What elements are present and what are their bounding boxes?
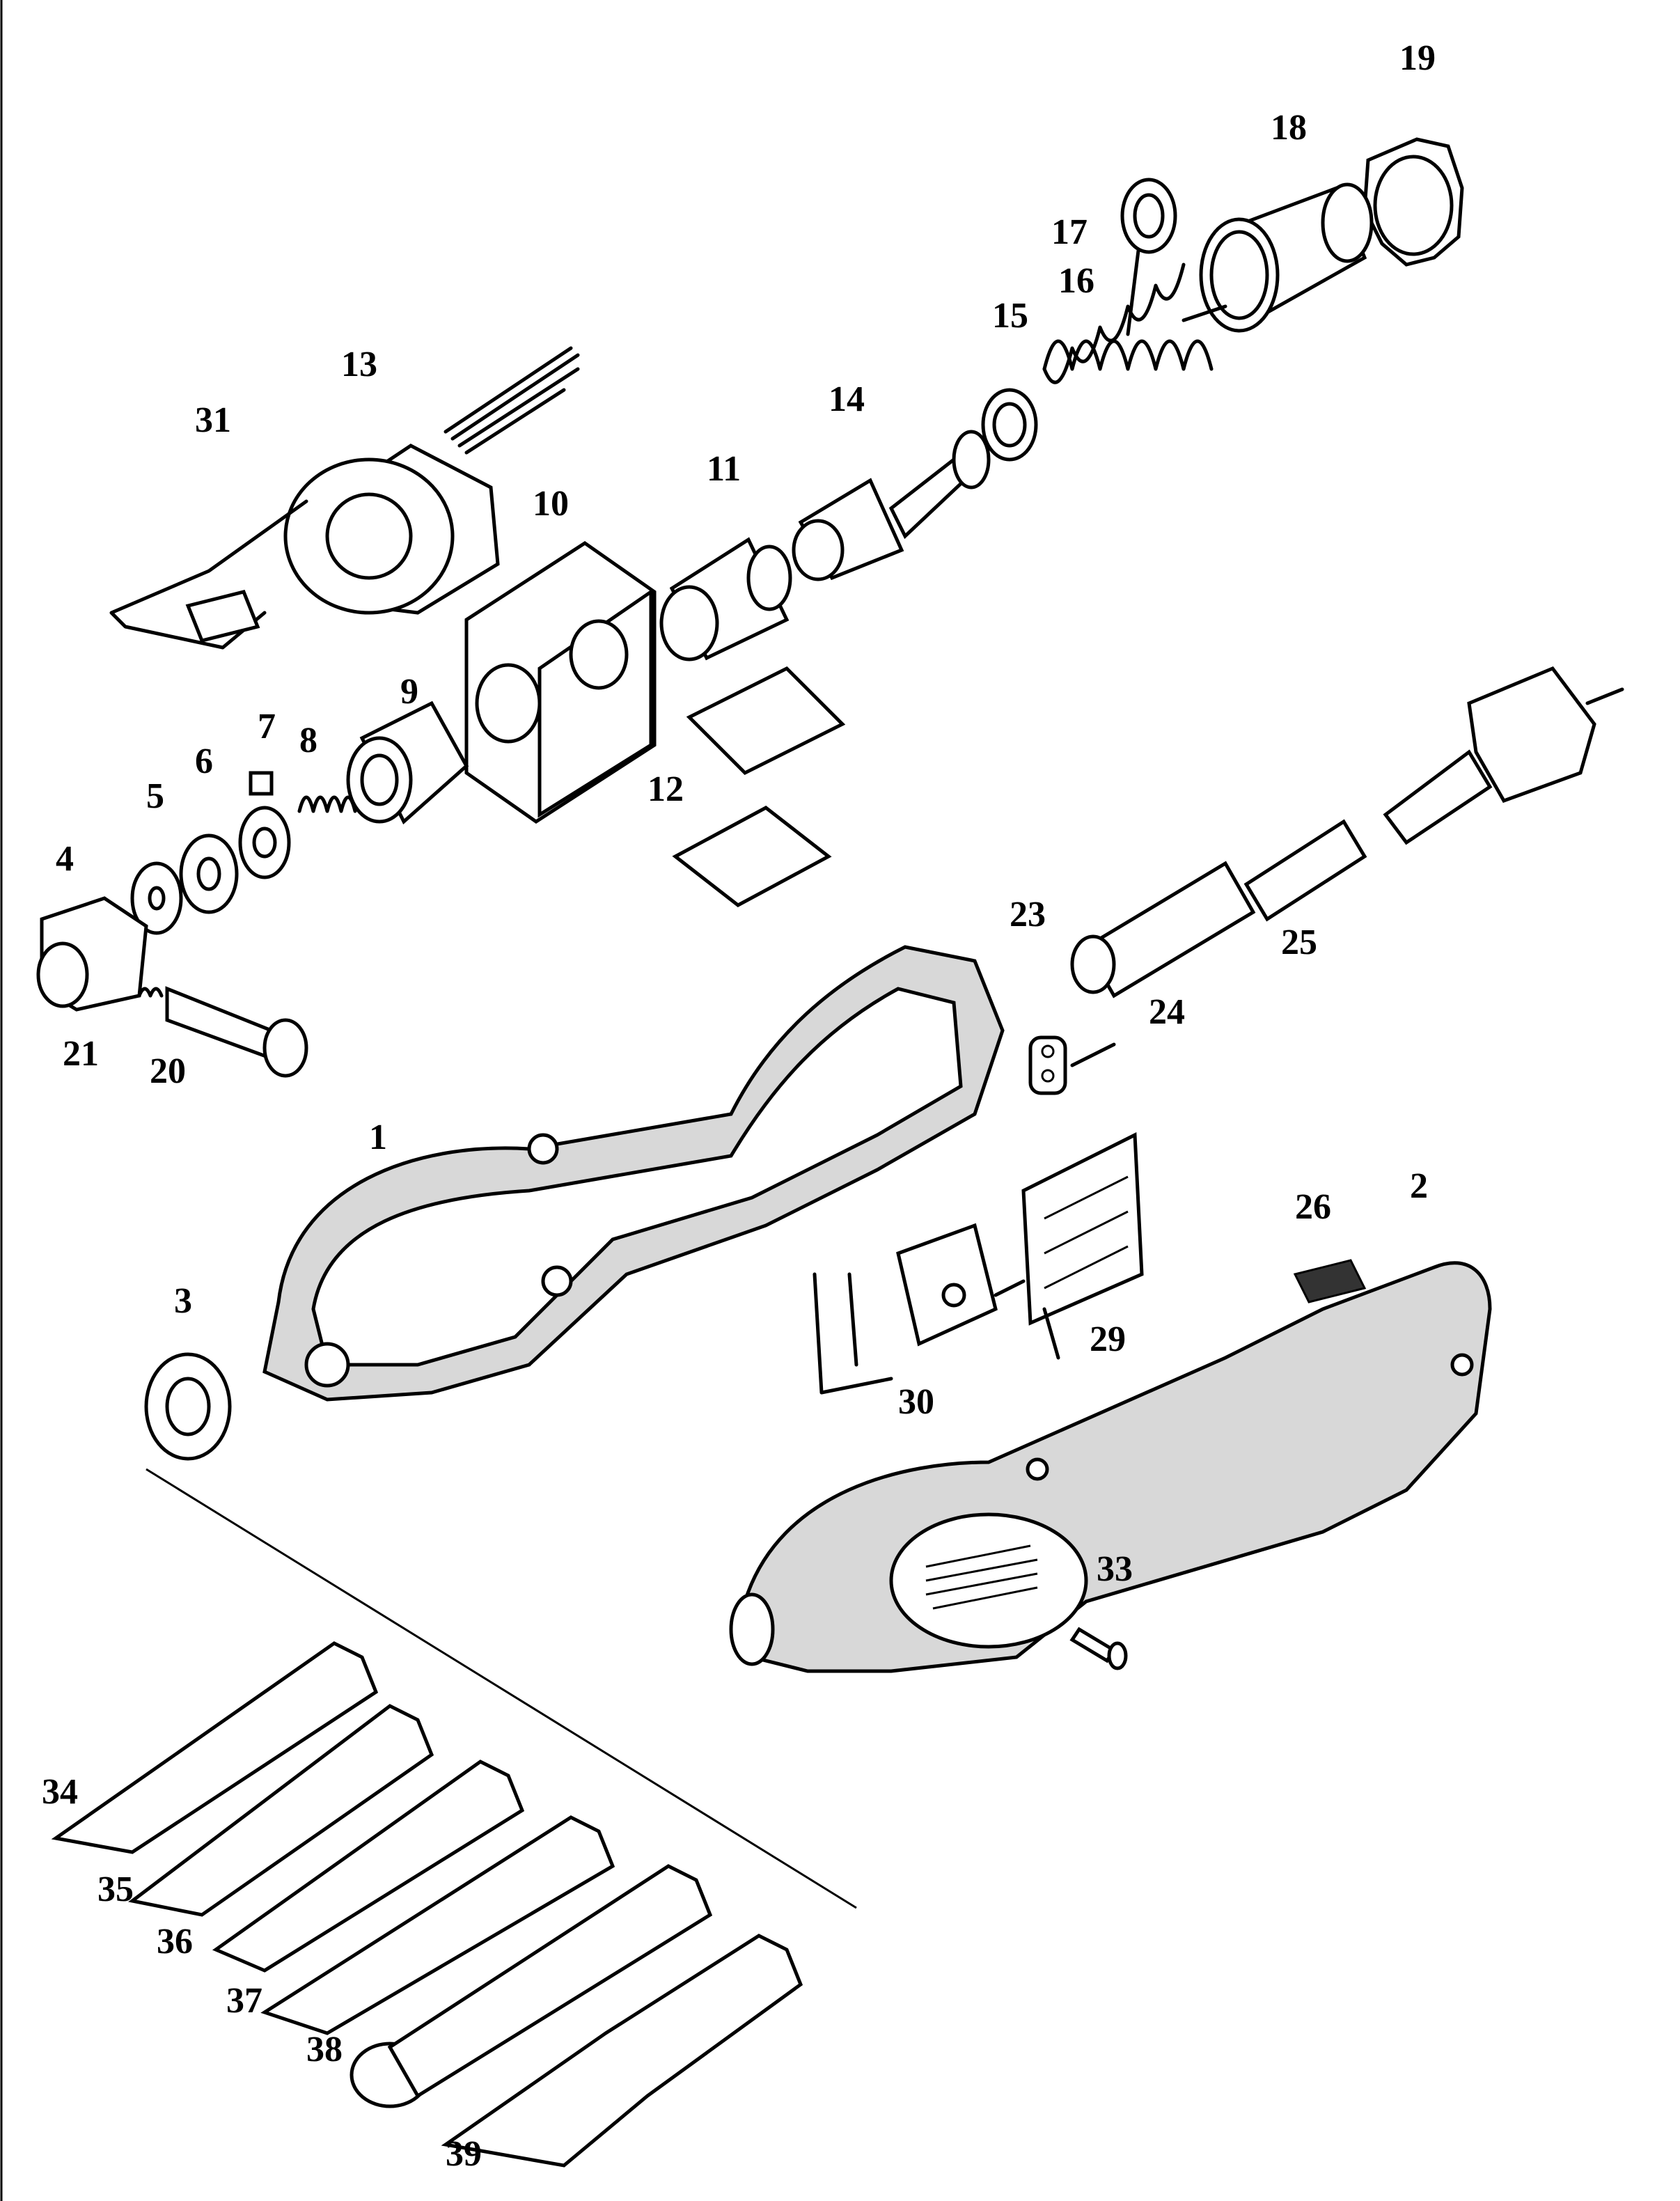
label-16: 16 [1058,261,1094,301]
part-3-nose-ring [144,1352,232,1461]
label-31: 31 [195,400,231,440]
part-38-round-tool [350,1864,713,2108]
part-17-clip-ring [1120,178,1177,336]
part-5-washer [130,861,183,935]
part-1-housing-left [262,945,1005,1402]
label-23: 23 [1010,895,1046,934]
label-30: 30 [898,1382,934,1422]
part-34-flat-chisel [51,1641,379,1854]
part-9-cup [346,700,469,825]
part-21-spring [137,987,164,998]
label-33: 33 [1097,1549,1133,1589]
part-7-tab-washer [238,771,291,879]
label-17: 17 [1051,212,1088,252]
label-5: 5 [146,776,164,816]
label-19: 19 [1399,38,1436,78]
part-2-housing-right [729,1261,1492,1673]
label-24: 24 [1149,992,1185,1032]
label-14: 14 [829,379,865,419]
label-8: 8 [299,721,317,760]
label-25: 25 [1281,923,1317,962]
label-9: 9 [400,672,418,712]
label-29: 29 [1090,1319,1126,1359]
part-8-small-spring [297,795,357,813]
part-25-power-cord [1243,666,1624,922]
label-21: 21 [63,1034,99,1074]
part-29-circuit-board [1021,1132,1144,1326]
label-12: 12 [647,769,684,809]
label-2: 2 [1410,1166,1428,1206]
part-31-lead-wire [109,499,308,650]
label-36: 36 [157,1922,193,1961]
part-12-bracket [672,666,846,907]
label-7: 7 [258,707,276,746]
label-34: 34 [42,1772,78,1812]
label-3: 3 [174,1281,192,1321]
part-37-gouge [260,1815,615,2035]
label-38: 38 [306,2030,343,2069]
part-labels: 19 18 17 16 15 14 13 31 11 10 9 8 7 6 5 … [42,38,1436,2174]
label-11: 11 [707,449,741,489]
label-4: 4 [56,839,74,879]
label-37: 37 [226,1981,262,2021]
label-1: 1 [369,1118,387,1157]
label-18: 18 [1271,108,1307,148]
part-4-nose-cap [36,896,148,1012]
part-10-core-frame [464,540,657,824]
label-10: 10 [533,484,569,524]
part-13-coil [283,346,580,615]
part-18-sleeve [1199,182,1374,333]
label-35: 35 [97,1870,134,1909]
part-16-spring [1042,263,1227,384]
part-15-washer [981,388,1038,462]
label-39: 39 [446,2134,482,2174]
part-39-wide-chisel [441,1934,803,2168]
label-20: 20 [150,1051,186,1091]
part-33-screw [1069,1627,1128,1670]
part-19-retaining-plate [1363,137,1464,267]
part-35-chisel [128,1704,434,1917]
label-26: 26 [1295,1187,1331,1227]
part-11-bushing [659,537,792,661]
part-24-cable-sleeve [1070,861,1256,998]
label-6: 6 [195,742,213,781]
part-36-pointed-chisel [212,1760,525,1973]
part-26-slider [1293,1259,1367,1303]
label-15: 15 [992,296,1028,336]
part-6-washer [179,833,239,914]
label-13: 13 [341,345,377,384]
part-20-pin [165,986,308,1078]
part-23-terminal [1028,1035,1116,1095]
part-14-piston [792,430,991,581]
part-30-switch [812,1223,1060,1395]
